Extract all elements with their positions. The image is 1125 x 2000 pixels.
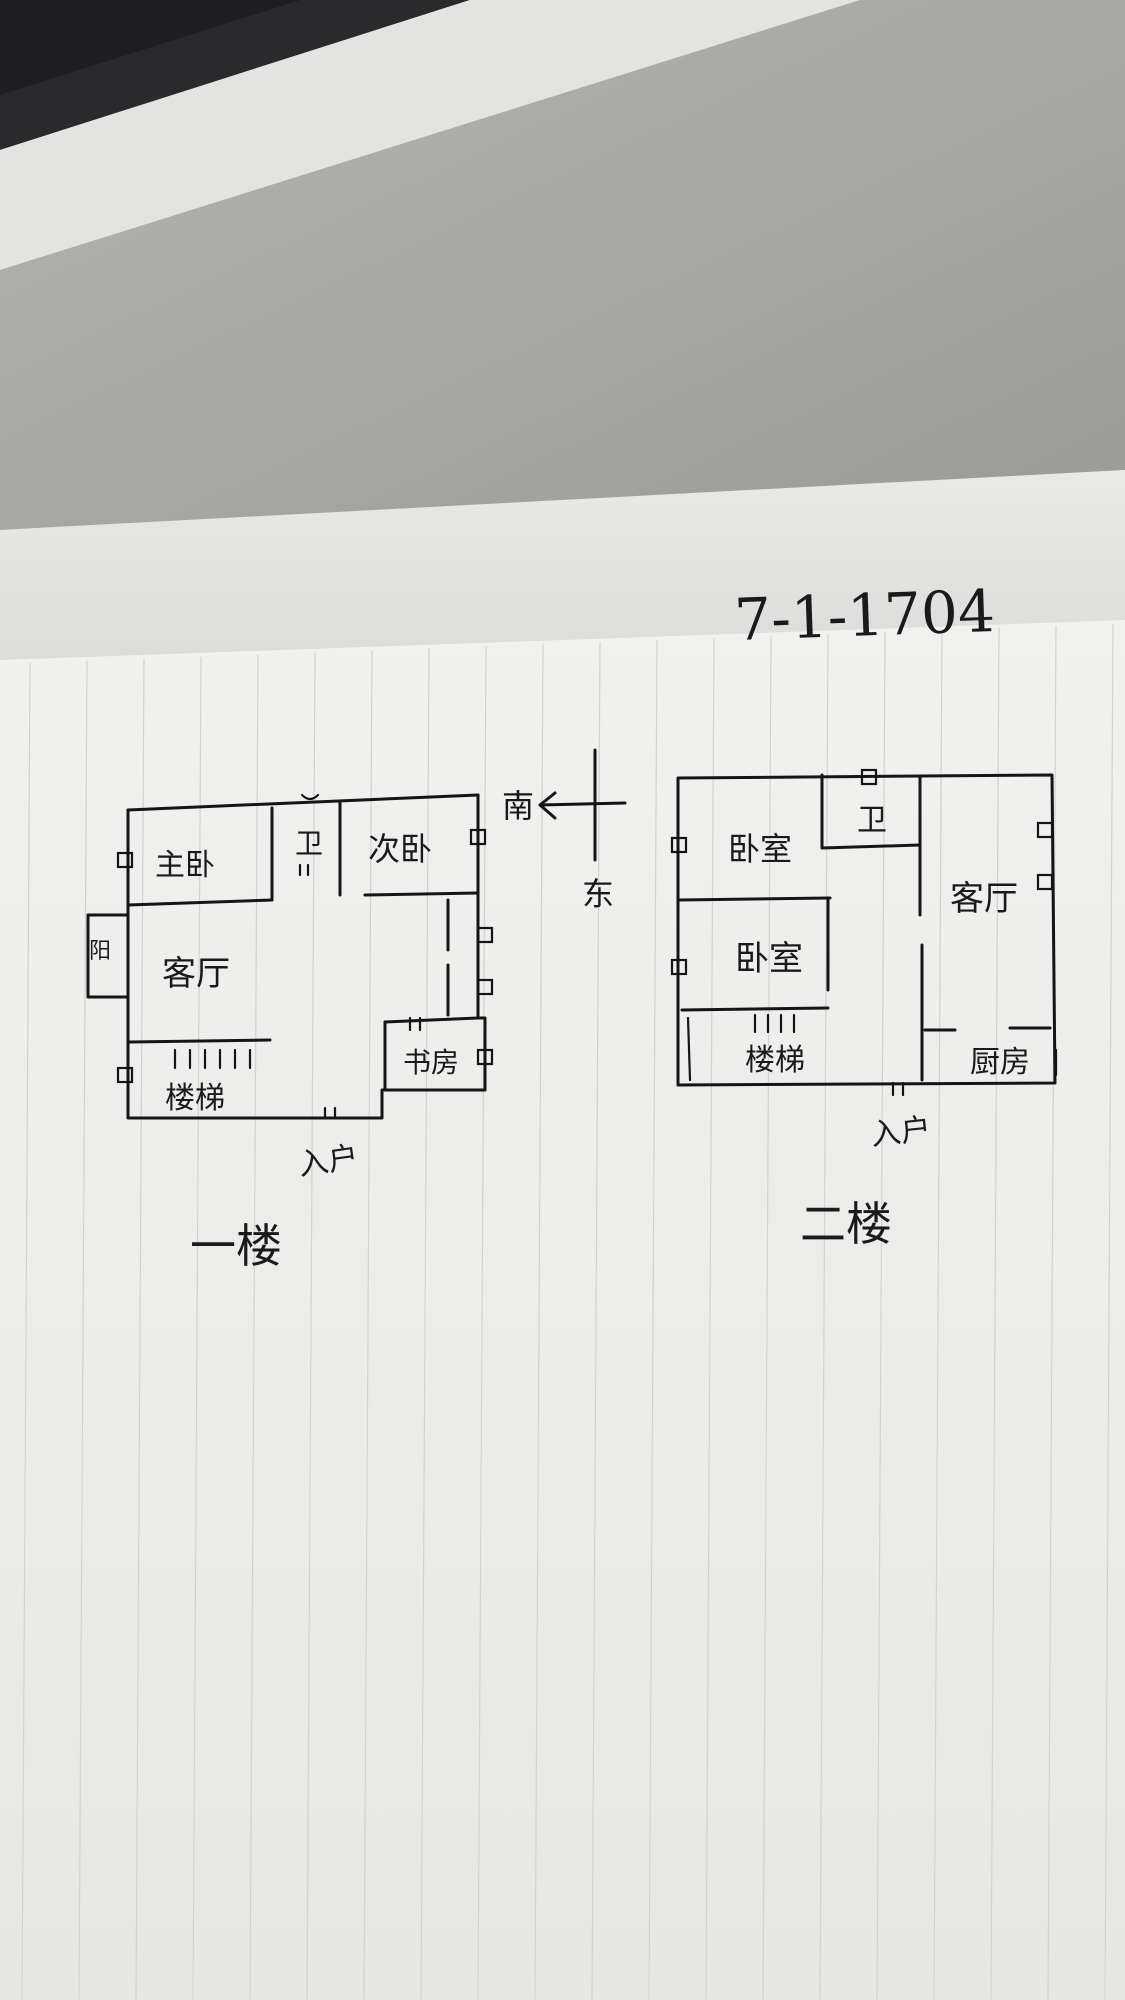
floor2-living-room: 客厅 (950, 879, 1018, 919)
floor2-stairs: 楼梯 (745, 1043, 805, 1078)
ruled-line (477, 646, 487, 2000)
floor1-title: 一楼 (190, 1219, 282, 1273)
ruled-line (1047, 625, 1057, 2000)
floor1-bathroom: 卫 (295, 827, 323, 860)
ruled-line (819, 634, 829, 2000)
floor1-master-bedroom: 主卧 (155, 848, 215, 883)
floor1-plan: 主卧 卫 次卧 客厅 书房 楼梯 阳 入户 一楼 (86, 793, 494, 1273)
ruled-line (534, 644, 544, 2000)
floor2-entrance: 入户 (869, 1112, 932, 1153)
ruled-line (135, 658, 145, 2000)
floor1-balcony: 阳 (89, 939, 111, 964)
ruled-line (420, 648, 430, 2000)
ruled-line (990, 628, 1000, 2000)
ruled-line (648, 640, 658, 2000)
floor1-study: 书房 (403, 1046, 459, 1079)
floor2-bathroom: 卫 (857, 803, 887, 838)
ruled-line (762, 636, 772, 2000)
second-sheet (0, 470, 1125, 660)
grey-paper (0, 0, 1125, 530)
ruled-line (705, 638, 715, 2000)
floor2-bedroom-b: 卧室 (735, 939, 803, 979)
ruled-line (1104, 623, 1114, 2000)
floor2-plan: 卧室 卧室 卫 客厅 楼梯 厨房 入户 二楼 (670, 768, 1058, 1251)
floor1-stairs: 楼梯 (165, 1081, 225, 1116)
ruled-line (306, 652, 316, 2000)
ruled-line (78, 660, 88, 2000)
floor2-kitchen: 厨房 (970, 1045, 1030, 1080)
ruled-line (933, 630, 943, 2000)
ruled-line (249, 654, 259, 2000)
ruled-line (363, 650, 373, 2000)
floor1-living-room: 客厅 (162, 954, 230, 994)
ruled-sheet (0, 620, 1125, 2000)
ruled-line (21, 662, 31, 2000)
compass-south: 南 (502, 787, 534, 825)
compass-east: 东 (582, 875, 614, 913)
header-note: 7-1-1704 (733, 577, 996, 654)
compass: 南 东 (502, 748, 627, 913)
floor2-bedroom-a: 卧室 (728, 830, 792, 868)
ruled-line (192, 656, 202, 2000)
ruled-line (591, 642, 601, 2000)
floor1-second-bedroom: 次卧 (368, 830, 432, 868)
floor2-title: 二楼 (800, 1197, 892, 1251)
floor1-entrance: 入户 (296, 1140, 360, 1183)
ruled-line (876, 632, 886, 2000)
ruled-lines (21, 623, 1114, 2000)
